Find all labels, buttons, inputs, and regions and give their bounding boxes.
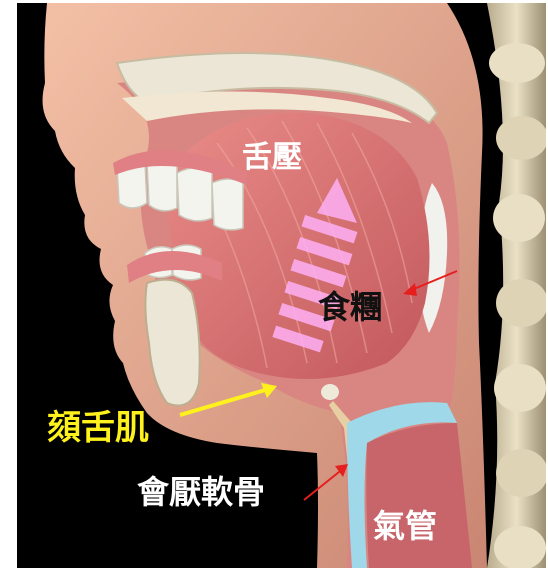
label-genioglossus: 頦舌肌 bbox=[47, 411, 149, 445]
label-tongue-pressure: 舌壓 bbox=[242, 143, 302, 173]
label-pharynx: 食糰 bbox=[318, 291, 382, 323]
anatomy-illustration bbox=[17, 3, 546, 568]
anatomy-figure: 舌壓 食糰 頦舌肌 會厭軟骨 氣管 bbox=[17, 3, 546, 568]
label-epiglottis: 會厭軟骨 bbox=[137, 476, 265, 508]
trachea bbox=[366, 423, 472, 568]
hyoid-bone bbox=[321, 384, 339, 400]
label-trachea: 氣管 bbox=[373, 510, 437, 542]
